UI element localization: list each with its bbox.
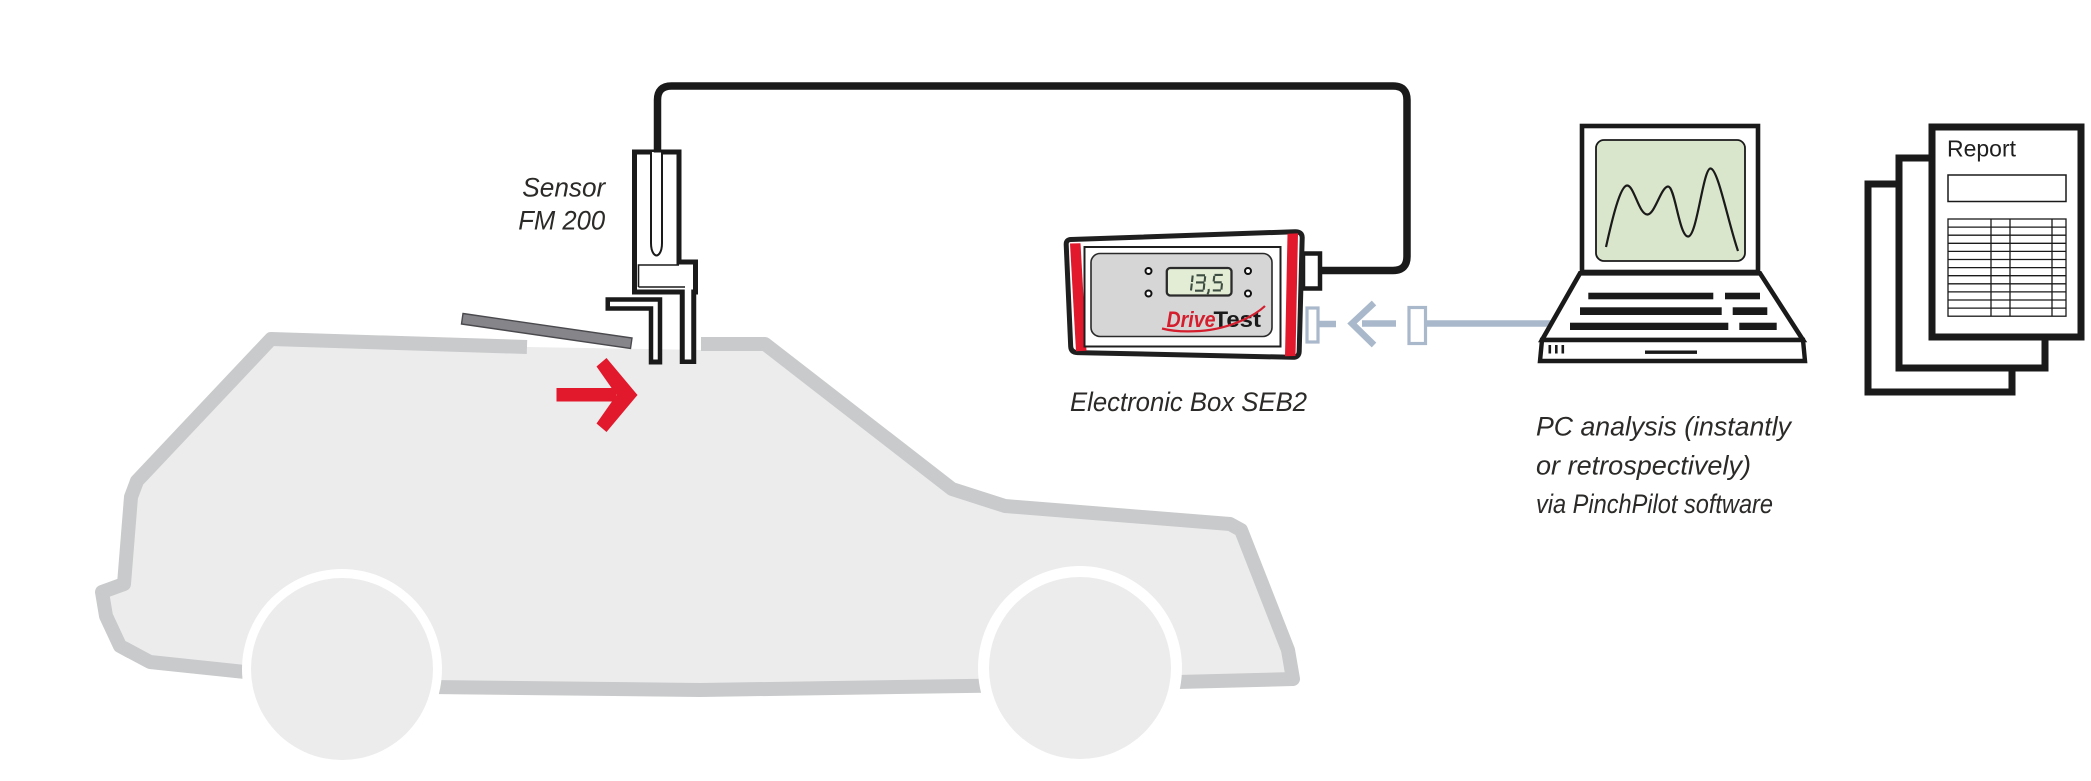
svg-text:Report: Report <box>1947 136 2016 162</box>
svg-text:Drive: Drive <box>1167 307 1216 332</box>
svg-text:Sensor: Sensor <box>522 173 606 203</box>
svg-text:PC analysis (instantly: PC analysis (instantly <box>1536 411 1792 441</box>
svg-text:FM 200: FM 200 <box>518 206 605 236</box>
svg-text:via PinchPilot software: via PinchPilot software <box>1536 489 1773 519</box>
svg-text:or retrospectively): or retrospectively) <box>1536 451 1751 481</box>
svg-text:Electronic Box SEB2: Electronic Box SEB2 <box>1070 387 1307 417</box>
